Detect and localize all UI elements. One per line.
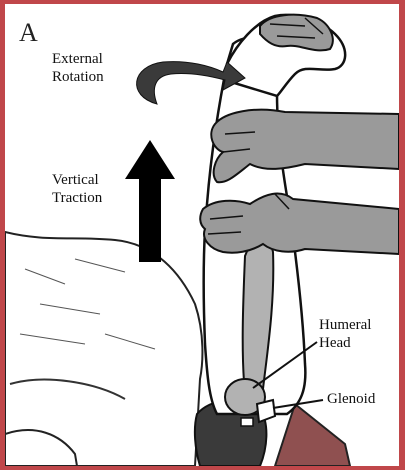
external-rotation-label-line2: Rotation: [52, 68, 104, 86]
humeral-head-label: Humeral Head: [319, 316, 371, 352]
vertical-traction-label-line2: Traction: [52, 189, 102, 207]
external-rotation-label-line1: External: [52, 50, 104, 68]
panel-letter: A: [19, 18, 38, 48]
vertical-traction-label-line1: Vertical: [52, 171, 102, 189]
glenoid-highlight: [241, 418, 253, 426]
humeral-head-label-line1: Humeral: [319, 316, 371, 334]
external-rotation-label: External Rotation: [52, 50, 104, 86]
glenoid-shape: [257, 400, 275, 422]
humeral-head-label-line2: Head: [319, 334, 371, 352]
vertical-traction-label: Vertical Traction: [52, 171, 102, 207]
examiner-hand-lower: [200, 194, 399, 254]
figure-frame: A External Rotation Vertical Traction Hu…: [5, 4, 399, 466]
glenoid-label: Glenoid: [327, 390, 375, 408]
examiner-hand-upper: [211, 110, 399, 183]
